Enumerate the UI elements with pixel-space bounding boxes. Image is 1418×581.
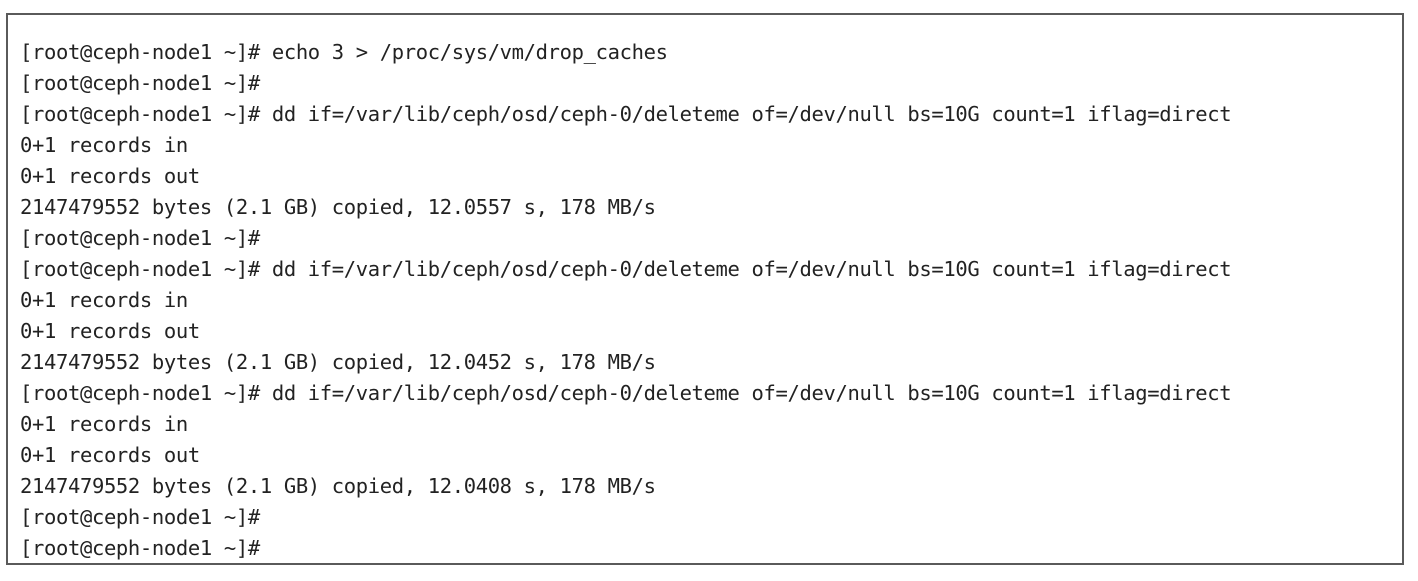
terminal-line-output: 2147479552 bytes (2.1 GB) copied, 12.055… [20,195,656,219]
terminal-line-prompt: [root@ceph-node1 ~]# [20,226,260,250]
terminal-line-output: 0+1 records out [20,443,200,467]
terminal-line-prompt: [root@ceph-node1 ~]# [20,71,260,95]
terminal-line-output: 0+1 records in [20,288,188,312]
terminal-line-prompt-command: [root@ceph-node1 ~]# dd if=/var/lib/ceph… [20,102,1232,126]
terminal-line-output: 0+1 records out [20,164,200,188]
terminal-line-prompt-command: [root@ceph-node1 ~]# dd if=/var/lib/ceph… [20,381,1232,405]
terminal-line-output: 0+1 records in [20,133,188,157]
terminal-line-prompt: [root@ceph-node1 ~]# [20,536,260,560]
terminal-line-output: 0+1 records in [20,412,188,436]
terminal-line-output: 2147479552 bytes (2.1 GB) copied, 12.040… [20,474,656,498]
terminal-line-output: 2147479552 bytes (2.1 GB) copied, 12.045… [20,350,656,374]
terminal-line-prompt-command: [root@ceph-node1 ~]# dd if=/var/lib/ceph… [20,257,1232,281]
terminal-line-prompt-command: [root@ceph-node1 ~]# echo 3 > /proc/sys/… [20,40,668,64]
terminal-line-prompt: [root@ceph-node1 ~]# [20,505,260,529]
terminal-line-output: 0+1 records out [20,319,200,343]
terminal-output: [root@ceph-node1 ~]# echo 3 > /proc/sys/… [20,37,1232,563]
terminal-window[interactable]: [root@ceph-node1 ~]# echo 3 > /proc/sys/… [6,13,1404,565]
